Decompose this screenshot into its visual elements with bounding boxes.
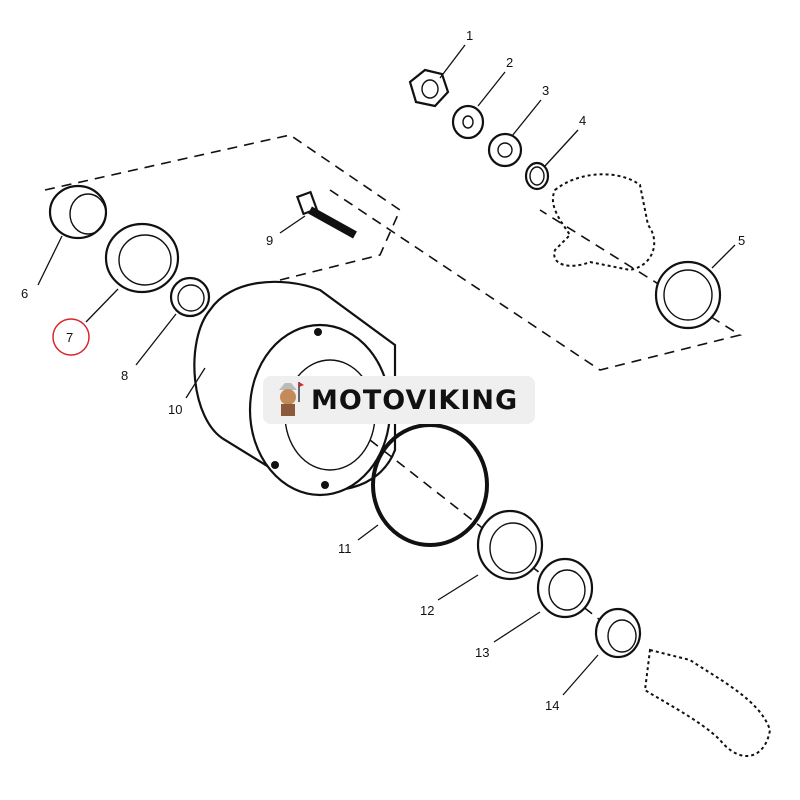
part-7-bearing-cup bbox=[104, 222, 180, 294]
watermark-logo: MOTOVIKING bbox=[263, 376, 535, 424]
callout-14: 14 bbox=[545, 698, 559, 713]
highlight-circle bbox=[52, 318, 90, 356]
callout-9: 9 bbox=[266, 233, 273, 248]
callout-7: 7 bbox=[66, 330, 73, 345]
callout-6: 6 bbox=[21, 286, 28, 301]
part-13-bearing-cone bbox=[536, 557, 594, 619]
assembly-boundary-right bbox=[329, 189, 743, 371]
callout-10: 10 bbox=[168, 402, 182, 417]
callout-3: 3 bbox=[542, 83, 549, 98]
callout-13: 13 bbox=[475, 645, 489, 660]
part-11-o-ring bbox=[371, 423, 489, 547]
callout-8: 8 bbox=[121, 368, 128, 383]
part-8-seal bbox=[169, 276, 211, 318]
callout-12: 12 bbox=[420, 603, 434, 618]
shaft-outline bbox=[643, 648, 772, 757]
callout-11: 11 bbox=[338, 541, 352, 556]
spindle-outline bbox=[551, 173, 656, 272]
callout-4: 4 bbox=[579, 113, 586, 128]
leader-lines bbox=[37, 44, 736, 696]
part-14-bearing-cone bbox=[594, 607, 642, 659]
part-6-bearing-cone bbox=[48, 184, 108, 240]
brand-name: MOTOVIKING bbox=[311, 384, 519, 416]
callout-5: 5 bbox=[738, 233, 745, 248]
part-5-bearing-cup bbox=[654, 260, 722, 330]
callout-2: 2 bbox=[506, 55, 513, 70]
part-3-castle-nut bbox=[487, 132, 523, 168]
viking-mascot-icon bbox=[279, 382, 304, 416]
part-9-bolt bbox=[295, 190, 357, 239]
callout-1: 1 bbox=[466, 28, 473, 43]
assembly-boundary bbox=[44, 134, 402, 281]
part-1-nut bbox=[408, 68, 450, 108]
part-4-washer bbox=[524, 161, 550, 191]
part-2-washer bbox=[451, 104, 485, 140]
part-12-bearing-cup bbox=[476, 509, 544, 581]
